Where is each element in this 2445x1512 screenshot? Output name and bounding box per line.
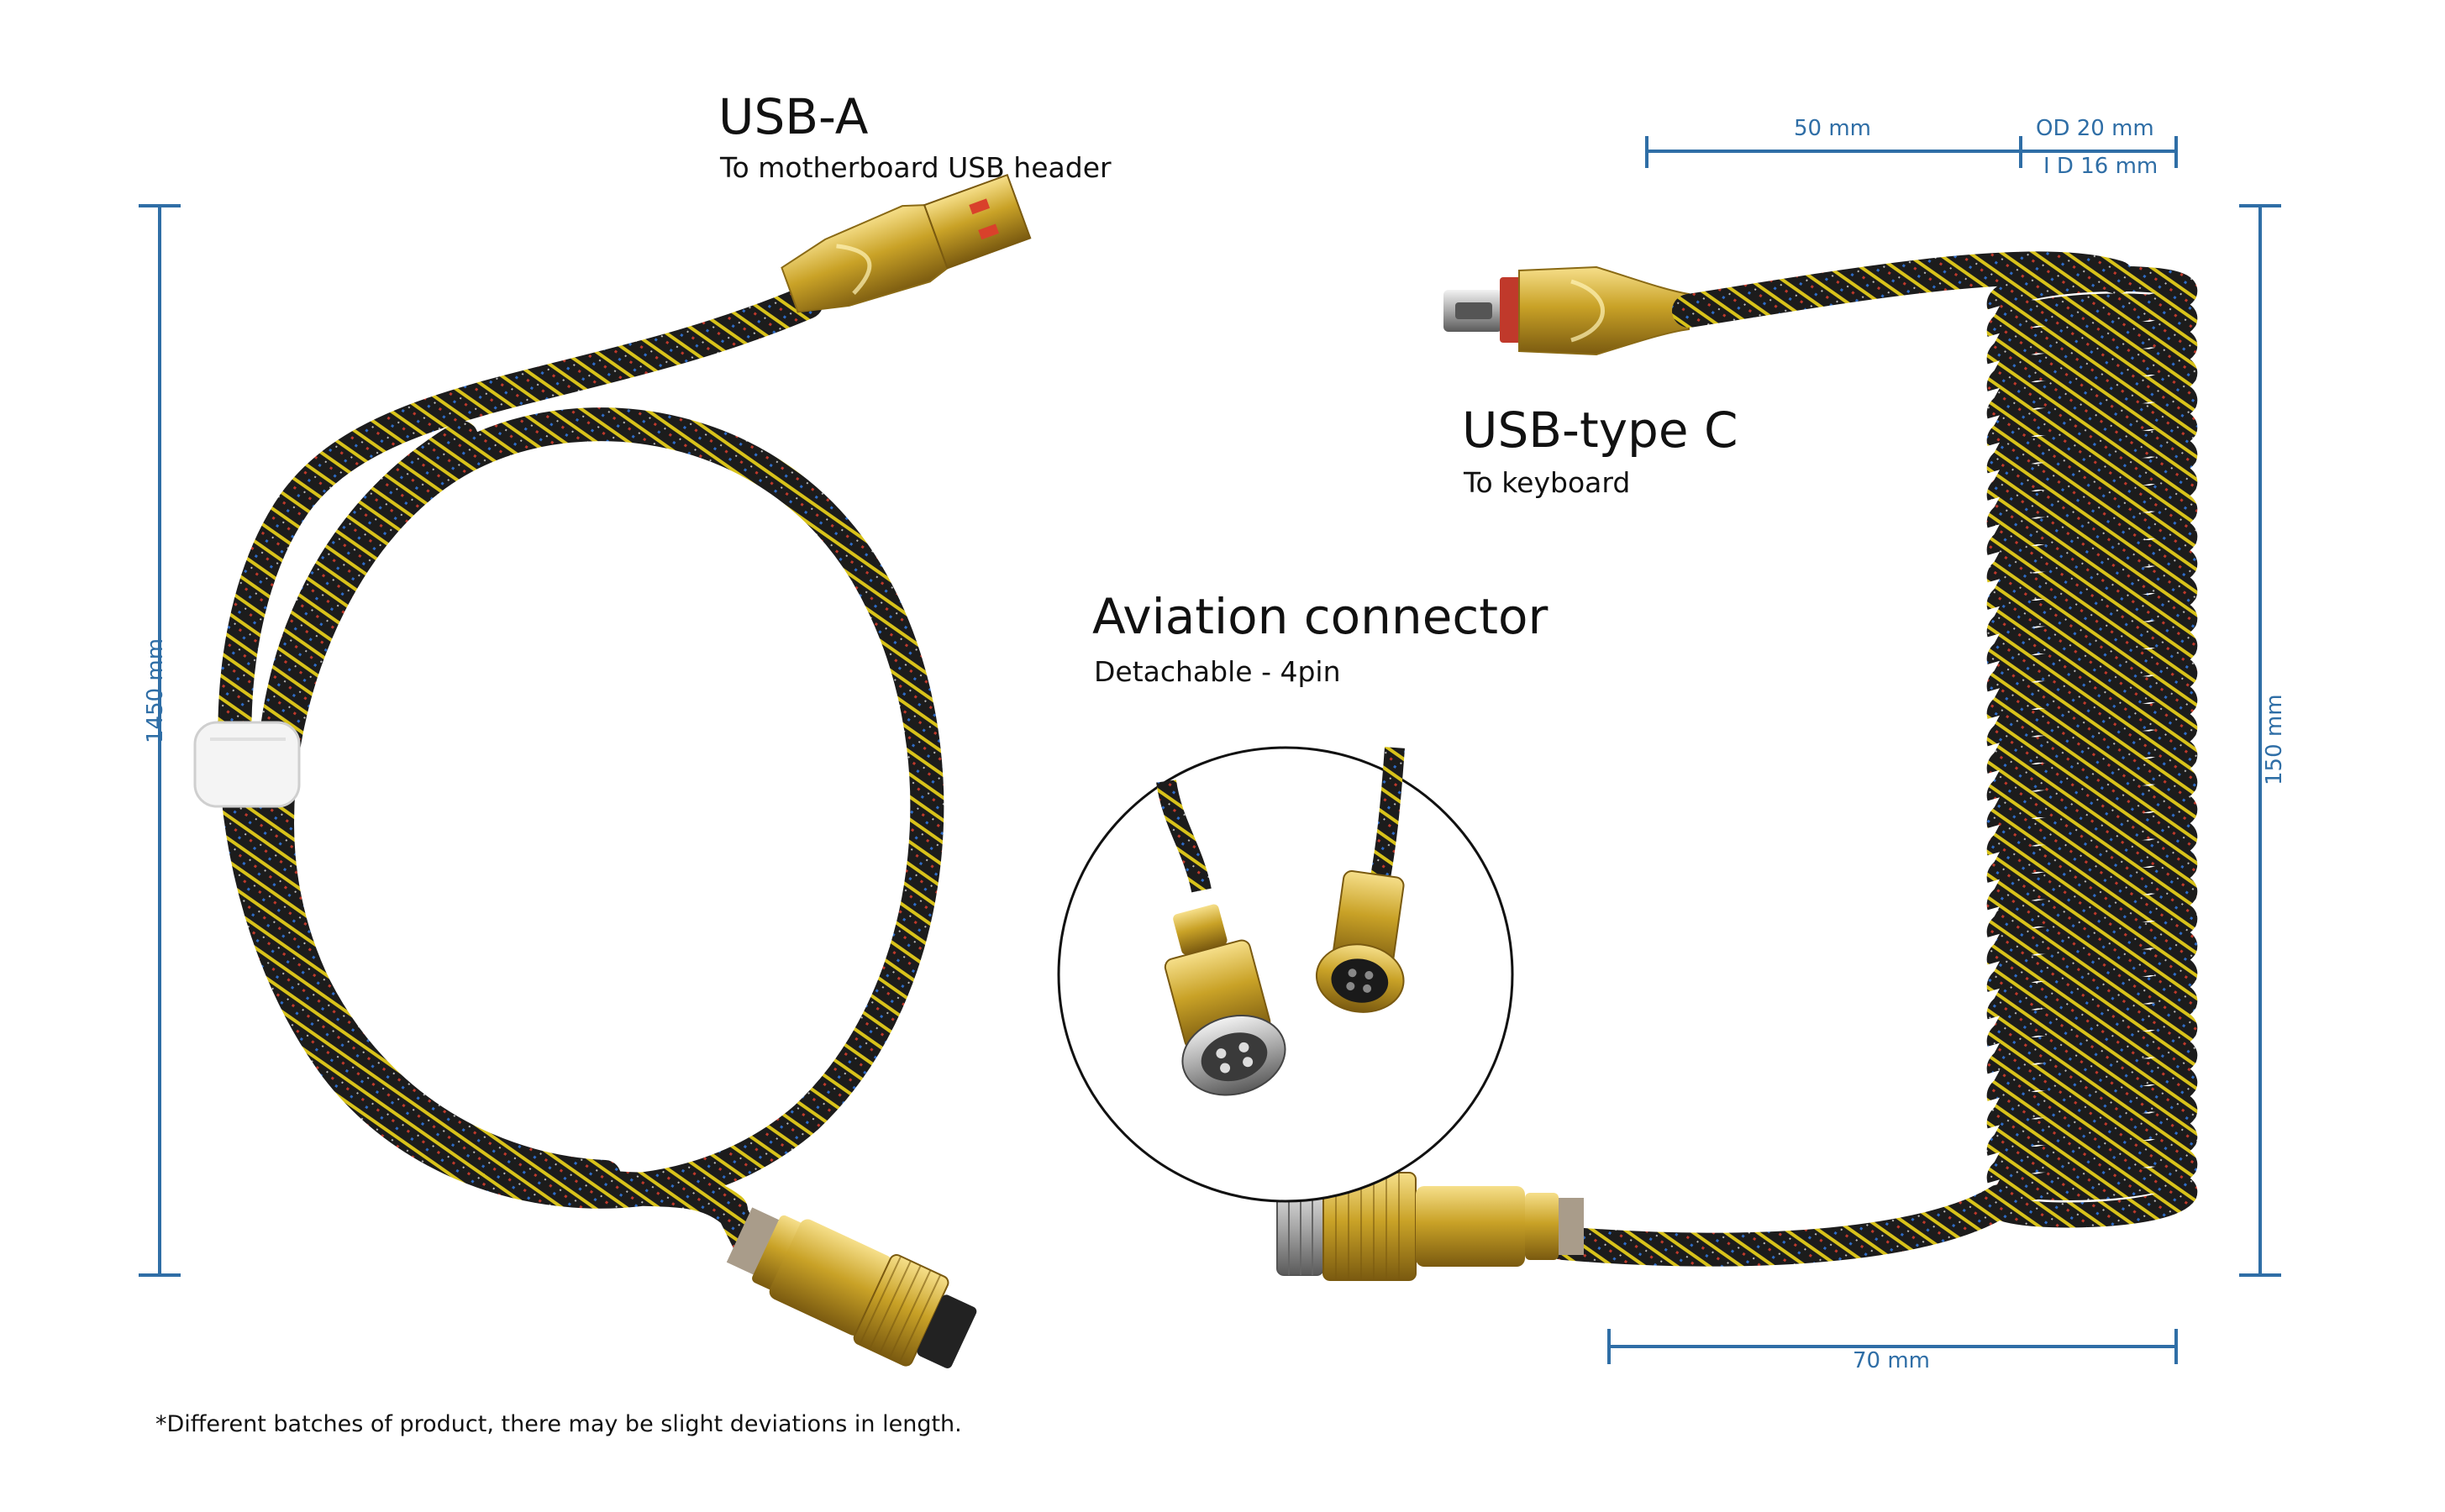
aviation-subtitle: Detachable - 4pin: [1094, 655, 1341, 688]
usb-a-subtitle: To motherboard USB header: [720, 151, 1112, 184]
usb-c-plug-icon: [1443, 265, 1690, 356]
aviation-connector-male-icon: [1164, 904, 1286, 1096]
coil-loop: [1987, 1167, 2197, 1228]
dimension-length-left: 1450 mm: [143, 638, 168, 743]
dimension-top-width: 50 mm: [1794, 116, 1872, 141]
dimension-bottom-width: 70 mm: [1853, 1348, 1931, 1373]
dimension-inner-diameter: I D 16 mm: [2043, 154, 2158, 179]
footnote: *Different batches of product, there may…: [155, 1411, 962, 1437]
dimension-lines: [139, 136, 2281, 1364]
straight-cable: [218, 286, 944, 1251]
coil-lead-bottom: [1546, 1184, 2016, 1267]
coiled-cable: [1987, 265, 2197, 1228]
usb-c-subtitle: To keyboard: [1464, 466, 1631, 499]
aviation-title: Aviation connector: [1092, 588, 1548, 645]
aviation-connector-inset: [1057, 746, 1514, 1203]
usb-a-plug-icon: [781, 173, 1032, 313]
cable-tie-icon: [193, 721, 301, 808]
usb-c-title: USB-type C: [1462, 402, 1738, 459]
aviation-connector-right-icon: [1276, 1172, 1584, 1281]
usb-a-title: USB-A: [718, 88, 869, 145]
dimension-length-coil: 150 mm: [2262, 694, 2287, 785]
aviation-connector-left-icon: [726, 1207, 977, 1368]
aviation-connector-female-icon: [1315, 870, 1405, 1013]
dimension-outer-diameter: OD 20 mm: [2036, 116, 2154, 141]
